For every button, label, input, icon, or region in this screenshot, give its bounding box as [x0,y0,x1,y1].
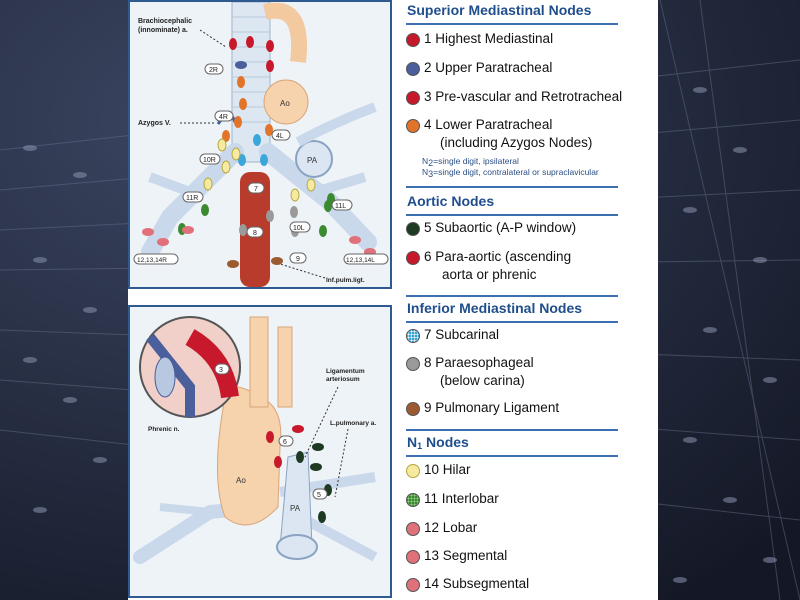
legend-item-7: 7 Subcarinal [424,327,500,342]
station-3-label: 3 [219,367,223,374]
pink-dot-icon [406,550,420,564]
legend-item-14: 14 Subsegmental [424,576,530,591]
l-pulmonary-label: L.pulmonary a. [330,420,376,427]
svg-text:Ao: Ao [280,99,290,108]
legend-item-8: 8 Paraesophageal [424,355,534,370]
pink-dot-icon [406,578,420,592]
azygos-label: Azygos V. [138,120,171,127]
legend-item-8-cont: (below carina) [440,373,525,388]
legend-item-3: 3 Pre-vascular and Retrotracheal [424,89,623,104]
legend-item-1: 1 Highest Mediastinal [424,31,554,46]
dark-green-dot-icon [406,222,420,236]
phrenic-label: Phrenic n. [148,426,180,433]
station-11r-label: 11R [186,195,198,202]
superior-nodes-title: Superior Mediastinal Nodes [407,2,592,18]
legend-item-13: 13 Segmental [424,548,508,563]
legend-item-5: 5 Subaortic (A-P window) [424,220,577,235]
station-7-label: 7 [254,186,258,193]
legend-item-6-cont: aorta or phrenic [442,267,537,282]
station-4l-label: 4L [276,133,284,140]
legend-item-10: 10 Hilar [424,462,471,477]
station-11l-label: 11L [335,203,346,210]
divider [406,23,618,25]
legend-item-2: 2 Upper Paratracheal [424,60,553,75]
station-4r-label: 4R [219,114,228,121]
pink-dot-icon [406,522,420,536]
station-2r-label: 2R [209,67,218,74]
svg-text:PA: PA [307,156,318,165]
svg-text:PA: PA [290,504,301,513]
legend-item-6: 6 Para-aortic (ascending [424,249,572,264]
inferior-nodes-title: Inferior Mediastinal Nodes [407,300,583,316]
station-10l-label: 10L [293,225,305,232]
station-12-13-14l-label: 12,13,14L [346,257,375,264]
n3-note: N3=single digit, contralateral or suprac… [422,167,599,179]
brown-dot-icon [406,402,420,416]
yellow-dot-icon [406,464,420,478]
divider [406,295,618,297]
station-6-label: 6 [283,439,287,446]
blue-dotted-dot-icon [406,329,420,343]
divider [406,186,618,188]
red-dot-icon [406,251,420,265]
brachiocephalic-label: Brachiocephalic(innominate) a. [138,18,192,34]
blue-dot-icon [406,62,420,76]
legend-item-4-cont: (including Azygos Nodes) [440,135,593,150]
divider [406,321,618,323]
divider [406,455,618,457]
aortic-nodes-title: Aortic Nodes [407,193,495,209]
n2-note: N2=single digit, ipsilateral [422,156,519,168]
station-10r-label: 10R [203,157,216,164]
inf-pulm-ligament-label: Inf.pulm.ligt. [326,277,365,284]
legend-item-11: 11 Interlobar [424,491,499,506]
svg-text:Ao: Ao [236,476,246,485]
station-12-13-14r-label: 12,13,14R [137,257,167,264]
legend: Superior Mediastinal Nodes 1 Highest Med… [400,0,658,600]
green-dot-icon [406,493,420,507]
red-dot-icon [406,91,420,105]
divider [406,214,618,216]
legend-item-4: 4 Lower Paratracheal [424,117,553,132]
station-8-label: 8 [253,230,257,237]
station-5-label: 5 [317,492,321,499]
n1-nodes-title: N1 Nodes [407,434,469,451]
bottom-lymph-node-diagram: Ao PA 6 5 3 Phrenic n. [128,305,392,598]
gray-dot-icon [406,357,420,371]
red-dot-icon [406,33,420,47]
legend-item-12: 12 Lobar [424,520,478,535]
content-panel: Ao PA [128,0,658,600]
top-lymph-node-diagram: Ao PA [128,0,392,289]
divider [406,429,618,431]
legend-item-9: 9 Pulmonary Ligament [424,400,560,415]
orange-dot-icon [406,119,420,133]
station-9-label: 9 [296,256,300,263]
